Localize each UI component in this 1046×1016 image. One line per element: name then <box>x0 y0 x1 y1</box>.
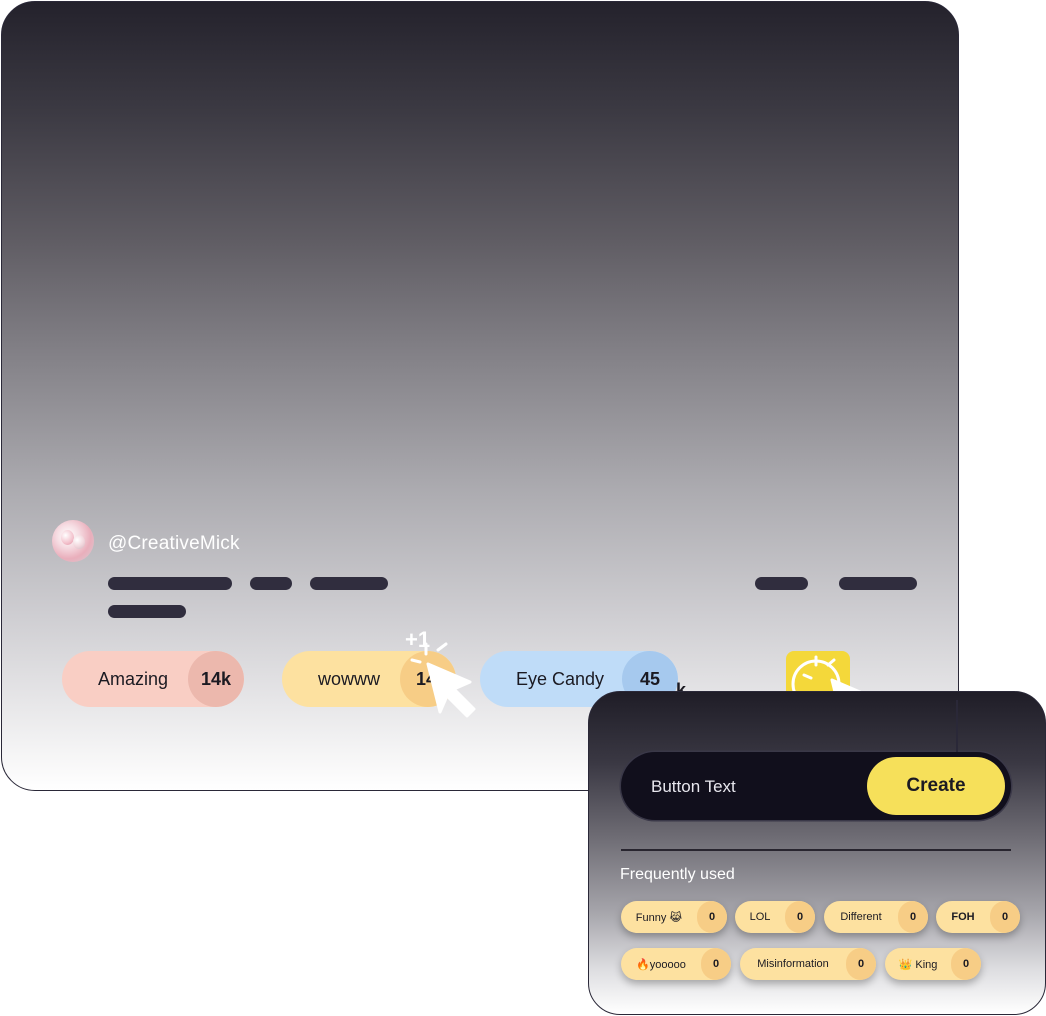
chip-label: Different <box>840 911 882 923</box>
caption-skeleton-line <box>108 605 186 618</box>
click-sparkle-icon <box>408 640 458 680</box>
reaction-pill-eye-candy[interactable]: Eye Candy 45 <box>480 651 678 707</box>
input-placeholder: Button Text <box>651 777 736 796</box>
chip-label: 🔥yooooo <box>636 958 686 971</box>
chip-count: 0 <box>951 948 981 980</box>
divider <box>621 849 1011 851</box>
chip-label: 👑 King <box>898 958 938 971</box>
chip-label: LOL <box>749 911 771 923</box>
chip-misinformation[interactable]: Misinformation 0 <box>740 948 876 980</box>
chip-funny[interactable]: Funny 😹 0 <box>621 901 727 933</box>
caption-skeleton-line <box>839 577 917 590</box>
chip-count: 0 <box>785 901 815 933</box>
reaction-label: wowww <box>318 668 381 689</box>
reaction-pill-amazing[interactable]: Amazing 14k <box>62 651 244 707</box>
chip-count: 0 <box>990 901 1020 933</box>
caption-skeleton-line <box>310 577 388 590</box>
chip-label: Misinformation <box>757 958 829 970</box>
connector-line <box>956 700 958 752</box>
reaction-text-input[interactable]: Button Text Create <box>621 752 1011 820</box>
caption-skeleton-line <box>755 577 808 590</box>
reaction-count: 14k <box>188 651 244 707</box>
chip-different[interactable]: Different 0 <box>824 901 928 933</box>
caption-skeleton-line <box>250 577 292 590</box>
chip-foh[interactable]: FOH 0 <box>936 901 1020 933</box>
chip-lol[interactable]: LOL 0 <box>735 901 815 933</box>
create-reaction-popup: Button Text Create Frequently used Funny… <box>588 691 1046 1015</box>
chip-label: Funny 😹 <box>635 911 683 924</box>
reaction-label: Eye Candy <box>516 668 605 689</box>
pointer-cursor-icon <box>424 660 486 720</box>
frequently-used-heading: Frequently used <box>620 866 735 883</box>
chip-label: FOH <box>951 911 975 923</box>
overflow-count-suffix: k <box>676 680 687 700</box>
create-button[interactable]: Create <box>867 757 1005 815</box>
caption-skeleton-line <box>108 577 232 590</box>
chip-count: 0 <box>846 948 876 980</box>
avatar[interactable] <box>52 520 94 562</box>
chip-yooooo[interactable]: 🔥yooooo 0 <box>621 948 731 980</box>
chip-count: 0 <box>697 901 727 933</box>
username[interactable]: @CreativeMick <box>108 533 240 554</box>
chip-count: 0 <box>701 948 731 980</box>
chip-king[interactable]: 👑 King 0 <box>885 948 981 980</box>
chip-count: 0 <box>898 901 928 933</box>
reaction-label: Amazing <box>98 668 169 689</box>
